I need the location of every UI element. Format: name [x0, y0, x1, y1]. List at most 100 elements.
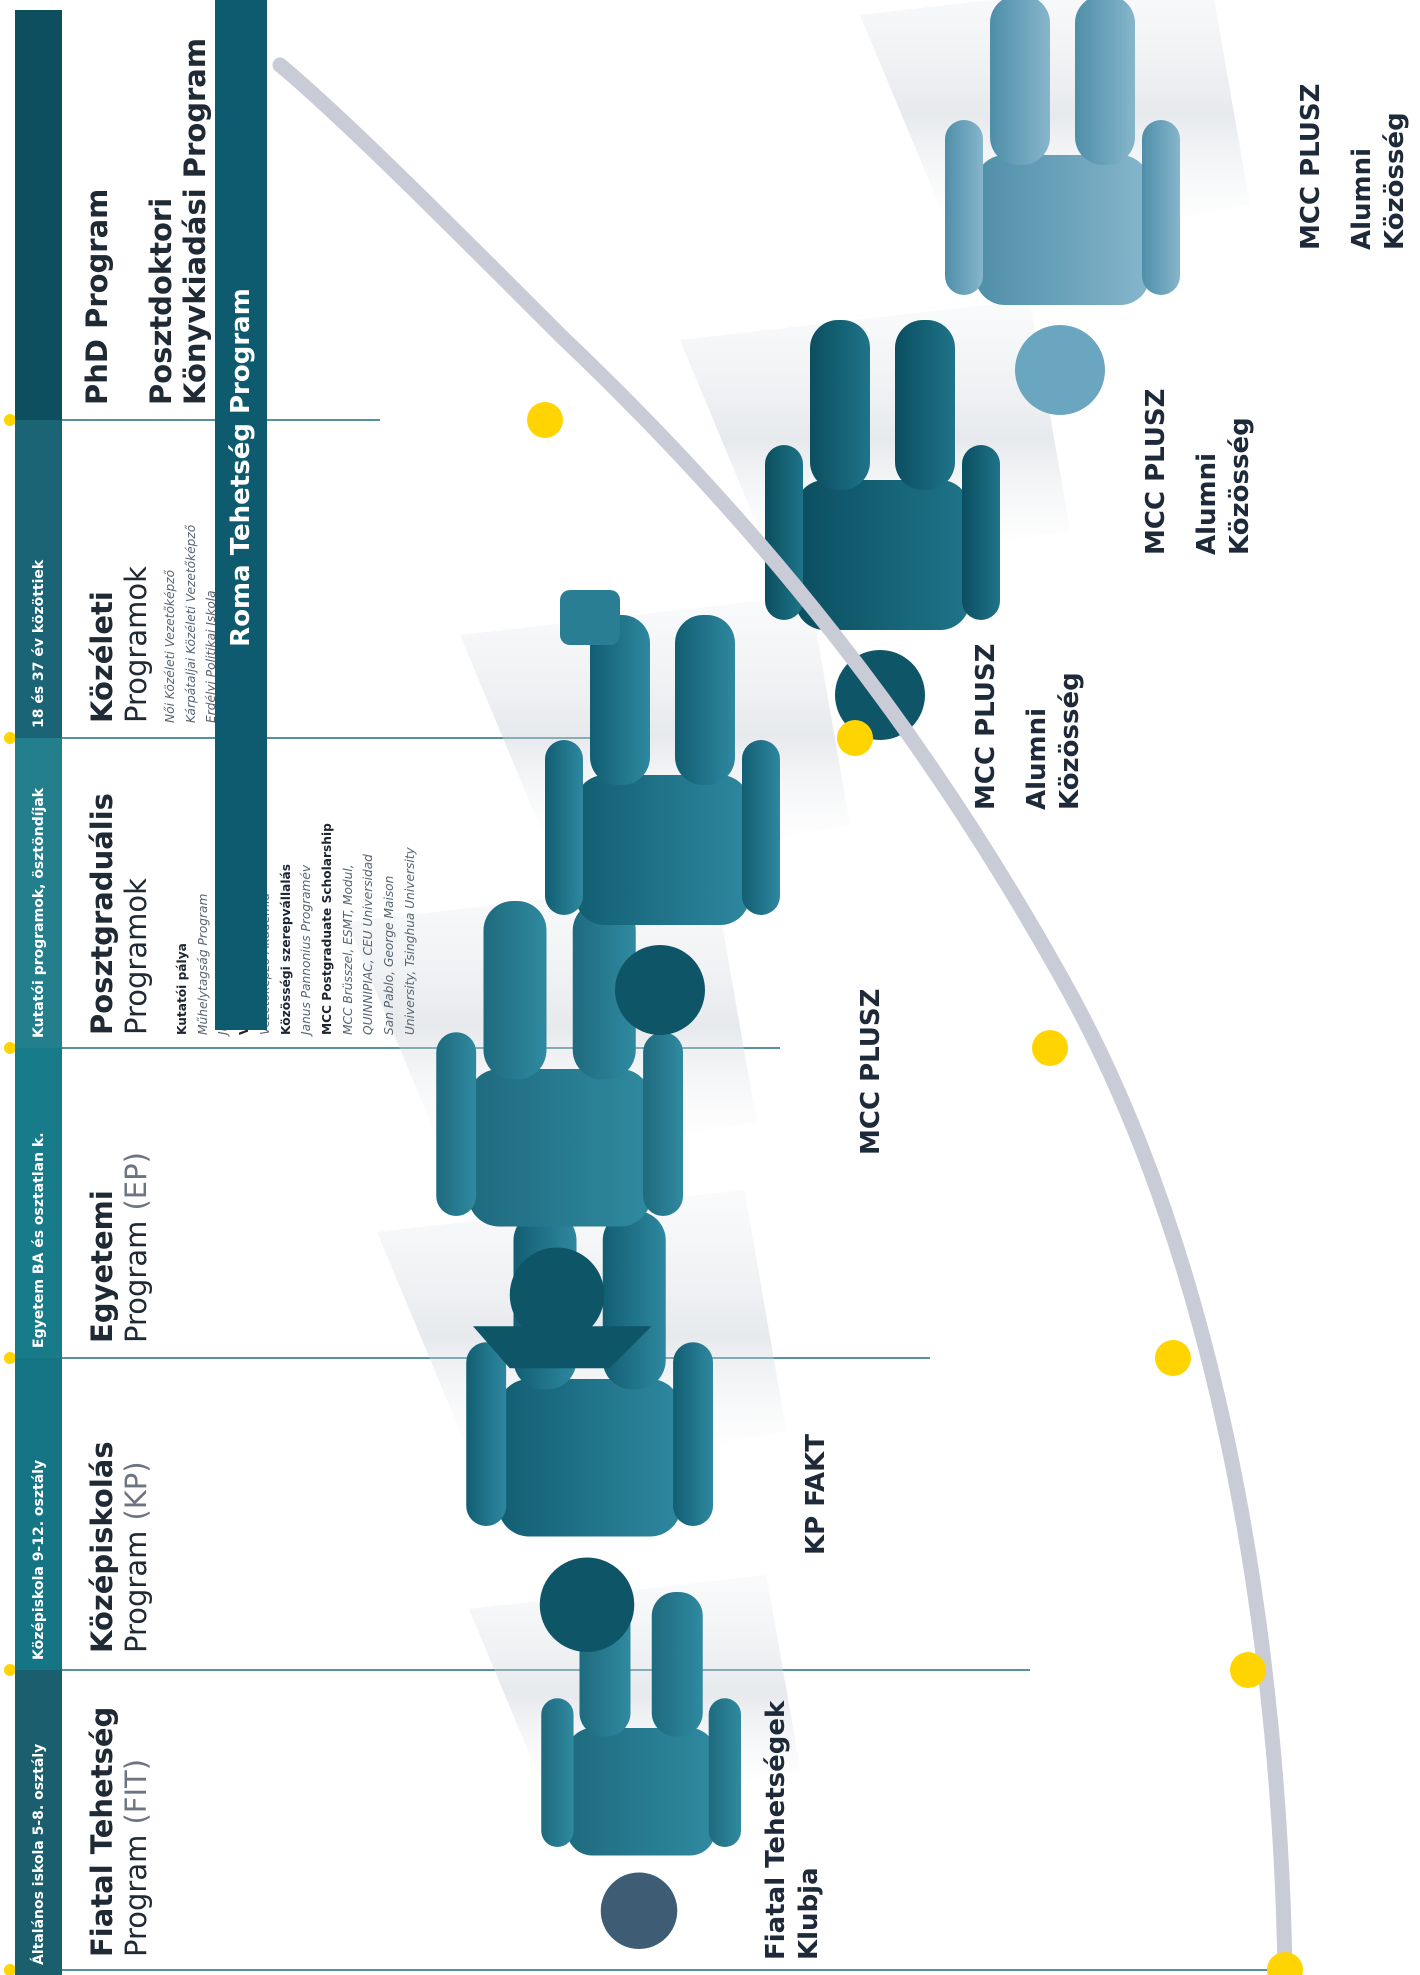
figure-leg	[895, 320, 955, 490]
postdoc-title: Posztdoktori	[144, 197, 178, 405]
figures	[347, 0, 1250, 1949]
top-dot	[4, 1352, 16, 1364]
milestone-dot	[527, 402, 563, 438]
stage-title-light: Program	[119, 1834, 153, 1957]
milestone-dot	[837, 720, 873, 756]
stage-title-abbr: (FIT)	[119, 1758, 153, 1825]
alumni-figure	[860, 0, 1250, 415]
stage-title-light: Programok	[119, 566, 153, 723]
figure-leg	[810, 320, 870, 490]
stage-title-bold: Középiskolás	[85, 1441, 119, 1653]
stage-title-bold: Fiatal Tehetség	[85, 1706, 119, 1957]
figure-arm	[742, 740, 780, 915]
milestone-dot	[1032, 1030, 1068, 1066]
postgrad-program-item: San Pablo, George Maison	[382, 875, 397, 1035]
figure-head	[1015, 325, 1105, 415]
stage-title-abbr: (EP)	[119, 1152, 153, 1211]
band-elementary: Általános iskola 5-8. osztály	[15, 1670, 62, 1975]
stage-title-light: Programok	[119, 878, 153, 1035]
postgrad-program-item: Janus Pannonius Programév	[299, 864, 314, 1035]
figure-arm	[643, 1032, 683, 1216]
path-label-line: MCC PLUSZ	[856, 988, 886, 1155]
path-label-line	[1173, 389, 1191, 555]
path-label-line: MCC PLUSZ	[1296, 83, 1326, 250]
figure-leg	[675, 615, 735, 785]
path-label-line: KP FAKT	[801, 1433, 831, 1555]
path-label-line: MCC PLUSZ	[1141, 388, 1171, 555]
figure-head	[615, 945, 705, 1035]
path-label-line: Közösség	[1380, 112, 1410, 250]
figure-arm	[708, 1698, 742, 1847]
stage-title-bold: Egyetemi	[85, 1190, 119, 1343]
figure-head	[539, 1557, 635, 1652]
researcher-figure	[460, 590, 850, 1035]
stage-title-public: Közéleti Programok	[85, 566, 153, 723]
figure-arm	[945, 120, 983, 295]
path-label-line	[1003, 644, 1021, 810]
postgrad-program-item: Műhelytagság Program	[195, 893, 210, 1035]
figure-torso	[497, 1379, 682, 1537]
figure-arm	[673, 1342, 713, 1526]
postgrad-program-item: MCC Brüsszel, ESMT, Modul,	[340, 864, 355, 1035]
figure-arm	[962, 445, 1000, 620]
path-label-kp-fakt: KP FAKT	[800, 1434, 833, 1555]
milestone-dot	[1267, 1952, 1303, 1975]
top-dot	[4, 1664, 16, 1676]
path-label-line: Fiatal Tehetségek	[761, 1700, 791, 1960]
figure-torso	[566, 1728, 716, 1856]
stage-title-abbr: (KP)	[119, 1461, 153, 1521]
figure-torso	[795, 480, 970, 630]
milestone-dot	[1155, 1340, 1191, 1376]
postgrad-category: MCC Postgraduate Scholarship	[319, 823, 334, 1035]
path-label-line: Klubja	[794, 1867, 824, 1960]
band-highschool: Középiskola 9-12. osztály	[15, 1358, 62, 1670]
postgrad-program-item: QUINNIPIAC, CEU Universidad	[361, 854, 376, 1035]
path-label-line: Alumni	[1192, 452, 1222, 555]
figure-head	[600, 1872, 678, 1949]
stage-title-kp: Középiskolás Program (KP)	[85, 1441, 153, 1653]
figure-leg	[1075, 0, 1135, 165]
figure-torso	[975, 155, 1150, 305]
stage-title-postgrad: Posztgraduális Programok	[85, 793, 153, 1035]
figure-leg	[590, 615, 650, 785]
path-label-line: MCC PLUSZ	[971, 643, 1001, 810]
public-program-item: Kárpátaljai Közéleti Vezetőképző	[183, 524, 198, 723]
top-dot	[4, 732, 16, 744]
stage-title-light: Program	[119, 1220, 153, 1343]
band-public: 18 és 37 év közöttiek	[15, 420, 62, 738]
top-dot	[4, 1042, 16, 1054]
stage-title-bold: Közéleti	[85, 591, 119, 723]
figure-arm	[545, 740, 583, 915]
path-label-line	[1328, 84, 1346, 250]
briefcase-icon	[560, 590, 620, 645]
graduation-cap-icon	[473, 1326, 652, 1369]
postgrad-program-item: University, Tsinghua University	[402, 847, 417, 1035]
progress-arc	[272, 57, 1293, 1975]
stage-title-ep: Egyetemi Program (EP)	[85, 1152, 153, 1343]
figure-arm	[466, 1342, 507, 1526]
figure-leg	[651, 1592, 703, 1737]
book-publishing-title: Könyvkiadási Program	[178, 37, 212, 405]
stage-title-bold: Posztgraduális	[85, 793, 119, 1035]
figure-head	[509, 1247, 605, 1342]
top-dot	[4, 414, 16, 426]
path-label-line: Közösség	[1055, 672, 1085, 810]
figure-leg	[990, 0, 1050, 165]
path-label-line: Alumni	[1347, 147, 1377, 250]
band-research: Kutatói programok, ösztöndíjak	[15, 738, 62, 1048]
path-label-line: Közösség	[1225, 417, 1255, 555]
milestone-dots	[527, 402, 1303, 1975]
path-label-line: Alumni	[1022, 707, 1052, 810]
band-university: Egyetem BA és osztatlan k.	[15, 1048, 62, 1358]
roma-program-bar: Roma Tehetség Program	[215, 0, 267, 1030]
stage-title-light: Program	[119, 1530, 153, 1653]
figure-arm	[436, 1032, 477, 1216]
figure-torso	[575, 775, 750, 925]
path-label-mcc-plusz-ep: MCC PLUSZ	[855, 989, 888, 1155]
